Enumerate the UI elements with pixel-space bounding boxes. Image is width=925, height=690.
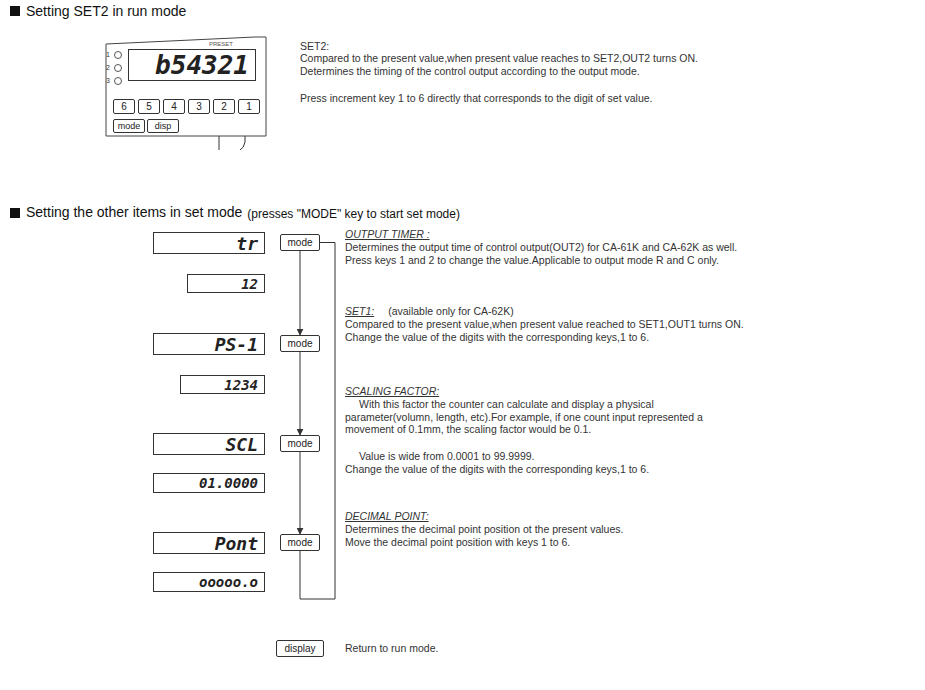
key-button: mode [280,335,320,352]
description: Value is wide from 0.0001 to 99.9999. [359,450,535,463]
description: Compared to the present value,when prese… [300,52,720,77]
description: Determines the decimal point position ot… [345,523,623,536]
counter-panel: PRESET b54321 6 5 4 3 2 1 mode disp [105,35,267,137]
display-reading: 01.0000 [199,475,258,491]
key-button: mode [280,234,320,251]
display-reading: SCL [225,434,258,455]
display-reading: tr [236,233,258,254]
indicator-led [115,78,122,85]
indicator-led [115,65,122,72]
flow-arrow [300,452,301,534]
description: Move the decimal point position with key… [345,536,570,549]
indicator-led [115,52,122,59]
display-window: 1234 [180,375,265,394]
item-title: SET1: [345,305,374,318]
key-label: 5 [146,101,152,112]
item-title: DECIMAL POINT: [345,510,429,523]
item-title: SET2: [300,40,329,53]
display-window: Pont [153,532,265,554]
display-reading: 12 [241,276,258,292]
display-window: b54321 [128,49,256,81]
key-label: 1 [246,101,252,112]
item-note: (available only for CA-62K) [388,305,513,318]
display-window: tr [153,232,265,254]
heading-bullet [10,208,20,218]
key-label: 2 [221,101,227,112]
key-label: mode [287,438,312,449]
description: Return to run mode. [345,642,438,655]
key-button: 4 [163,99,185,114]
key-button: 2 [213,99,235,114]
flow-arrow [300,352,301,435]
display-window: 12 [187,274,265,293]
item-title: SCALING FACTOR: [345,385,439,398]
description: Press increment key 1 to 6 directly that… [300,92,720,105]
key-label: disp [155,121,172,131]
description: Determines the output time of control ou… [345,241,745,266]
key-label: display [284,643,315,654]
key-label: 4 [171,101,177,112]
display-window: SCL [153,433,265,455]
key-button: display [276,640,324,657]
key-label: mode [287,237,312,248]
display-reading: PS-1 [215,334,258,355]
key-button: 3 [188,99,210,114]
section-heading: Setting SET2 in run mode [26,3,186,20]
key-button: mode [113,119,145,133]
heading-note: (presses "MODE" key to start set mode) [247,207,460,221]
key-label: 6 [121,101,127,112]
key-button: 5 [138,99,160,114]
key-label: mode [287,537,312,548]
key-button: mode [280,534,320,551]
section-heading: Setting the other items in set mode [26,204,242,221]
panel-label: PRESET [209,41,233,47]
flow-arrow [300,251,301,335]
display-reading: b54321 [155,50,249,80]
display-window: 01.0000 [153,473,265,493]
key-label: mode [287,338,312,349]
key-button: disp [147,119,179,133]
display-window: ooooo.o [153,572,265,592]
led-number: 2 [106,64,110,72]
key-label: 3 [196,101,202,112]
display-reading: 1234 [224,377,258,393]
description: With this factor the counter can calcula… [345,398,740,436]
key-button: 6 [113,99,135,114]
key-button: mode [280,435,320,452]
led-number: 3 [106,77,110,85]
heading-bullet [10,6,20,16]
display-window: PS-1 [153,333,265,355]
description: Change the value of the digits with the … [345,463,649,476]
description: Compared to the present value,when prese… [345,318,745,343]
key-label: mode [118,121,141,131]
led-number: 1 [106,51,110,59]
display-reading: Pont [215,533,258,554]
key-button: 1 [238,99,260,114]
panel-outline [106,37,266,136]
display-reading: ooooo.o [199,574,258,590]
item-title: OUTPUT TIMER : [345,228,430,241]
